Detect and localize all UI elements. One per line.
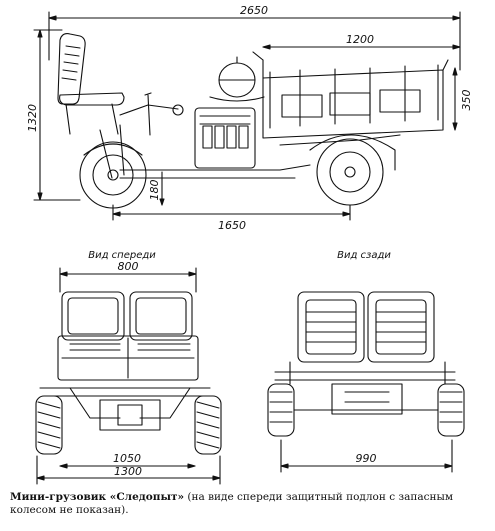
dim-ground-clearance: 180 (148, 180, 161, 201)
view-label-rear: Вид сзади (337, 250, 391, 261)
dim-height: 1320 (26, 104, 39, 132)
dim-overall-length: 2650 (240, 4, 268, 17)
technical-drawing: 2650 1200 1320 350 180 1650 Вид спереди … (26, 4, 473, 485)
view-label-front: Вид спереди (88, 250, 156, 261)
dim-wheelbase: 1650 (218, 219, 246, 232)
caption-title: Мини-грузовик «Следопыт» (10, 491, 185, 503)
rear-view (267, 291, 465, 473)
front-view (35, 267, 222, 485)
dim-front-track: 1050 (113, 452, 141, 465)
dim-rear-track: 990 (356, 452, 377, 465)
dim-front-width: 800 (118, 260, 139, 273)
dim-bed-length: 1200 (346, 33, 374, 46)
caption-note: (на виде спереди защитный подлон с запас… (10, 491, 454, 516)
dim-bed-height: 350 (460, 90, 473, 111)
side-view (33, 11, 461, 221)
figure-caption: Мини-грузовик «Следопыт» (на виде сперед… (10, 491, 488, 517)
dim-front-overall-width: 1300 (114, 465, 142, 478)
